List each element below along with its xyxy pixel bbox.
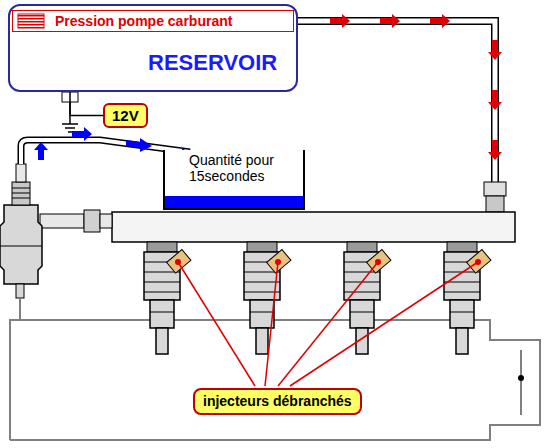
engine-mark: [521, 350, 522, 415]
wire: [70, 92, 103, 116]
callout-box: injecteurs débranchés: [193, 388, 362, 415]
injector-connector: [367, 250, 391, 274]
injector-connector: [267, 250, 291, 274]
leader-line: [178, 262, 255, 386]
injector: [244, 242, 291, 354]
regulator-nut2: [100, 214, 112, 228]
injector-connector: [467, 250, 491, 274]
regulator-link: [40, 214, 84, 228]
fuel-pipe-inner: [298, 21, 495, 184]
rail-fitting: [484, 182, 506, 196]
node-text: RESERVOIR: [148, 50, 277, 76]
injector: [144, 242, 191, 354]
ground-symbol: [62, 124, 78, 132]
injector: [444, 242, 491, 354]
reservoir-box: RESERVOIR Pression pompe carburant: [8, 4, 298, 92]
leader-lines: [178, 262, 478, 386]
pump-pressure-band: Pression pompe carburant: [12, 10, 294, 32]
regulator-outlet: [16, 164, 26, 182]
node-text: 12V: [112, 107, 139, 124]
vacuum-line: [19, 298, 21, 320]
measuring-beaker: Quantité pour 15secondes: [163, 150, 305, 210]
regulator-top: [12, 182, 30, 205]
leader-line: [278, 262, 378, 386]
regulator-vacuum-port: [16, 284, 24, 298]
fuel-pipe-outline: [298, 21, 495, 184]
rail-fitting-nut: [486, 196, 504, 212]
engine-outline: [10, 320, 540, 440]
regulator-nut: [84, 210, 100, 232]
node-text: injecteurs débranchés: [203, 393, 352, 409]
engine-mark-dot: [518, 375, 524, 381]
injector: [344, 242, 391, 354]
leader-line: [265, 262, 278, 386]
fuel-rail: [112, 212, 515, 242]
node-text: Quantité pour 15secondes: [189, 152, 297, 184]
voltage-tag: 12V: [103, 103, 148, 128]
leader-line: [290, 262, 478, 386]
node-text: Pression pompe carburant: [55, 13, 293, 29]
pressure-icon: [18, 14, 44, 28]
flow-arrows-red: [330, 14, 502, 160]
injector-connector: [167, 250, 191, 274]
pressure-regulator: [0, 205, 42, 284]
